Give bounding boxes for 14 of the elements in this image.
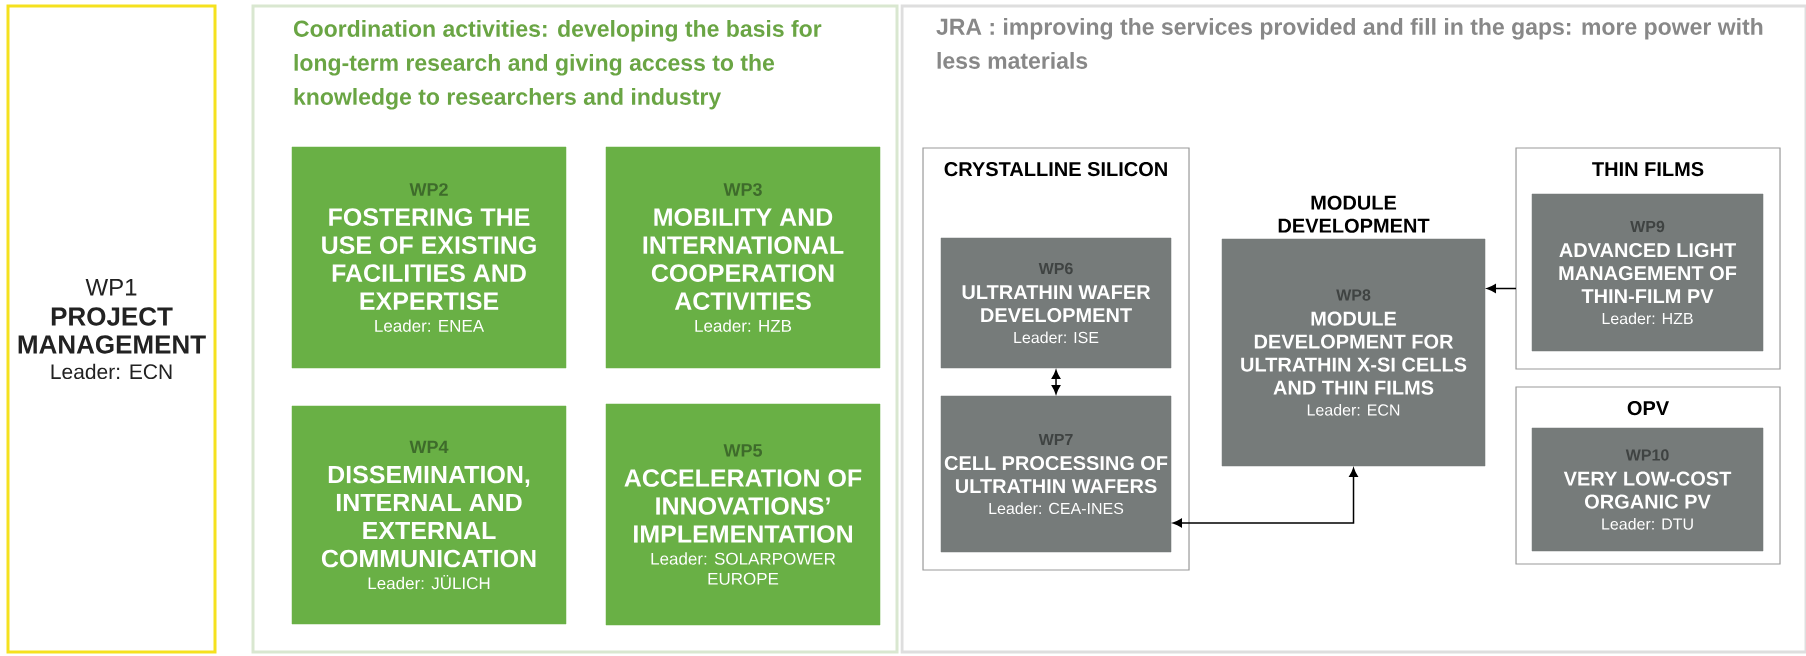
work-package-box: WP5 ACCELERATION OF INNOVATIONS’ IMPLEMENTATION Leader: SOLARPOWER EUROPE	[605, 403, 881, 626]
work-package-box: WP10 VERY LOW-COST ORGANIC PV Leader: DTU	[1531, 427, 1764, 552]
work-package-box: WP3 MOBILITY AND INTERNATIONAL COOPERATION ACTIVITIES Leader: HZB	[605, 146, 881, 369]
work-package-box: WP4 DISSEMINATION, INTERNAL AND EXTERNAL COMMUNICATION Leader: JÜLICH	[291, 405, 567, 625]
arrow	[1051, 369, 1061, 395]
work-package-box: WP1 PROJECT MANAGEMENT Leader: ECN	[6, 4, 217, 654]
work-package-box: WP8 MODULE DEVELOPMENT FOR ULTRATHIN X-SI CELLS AND THIN FILMS Leader: ECN	[1221, 238, 1486, 467]
arrow	[1486, 284, 1517, 293]
work-package-box: WP2 FOSTERING THE USE OF EXISTING FACILITIES AND EXPERTISE Leader: ENEA	[291, 146, 567, 369]
work-package-box: WP6 ULTRATHIN WAFER DEVELOPMENT Leader: ISE	[940, 237, 1172, 369]
work-package-box: WP7 CELL PROCESSING OF ULTRATHIN WAFERS Leader: CEA-INES	[940, 395, 1172, 553]
heading: MODULE DEVELOPMENT	[1278, 195, 1430, 233]
work-package-box: WP9 ADVANCED LIGHT MANAGEMENT OF THIN-FILM PV Leader: HZB	[1531, 193, 1764, 352]
arrow	[1172, 467, 1358, 528]
